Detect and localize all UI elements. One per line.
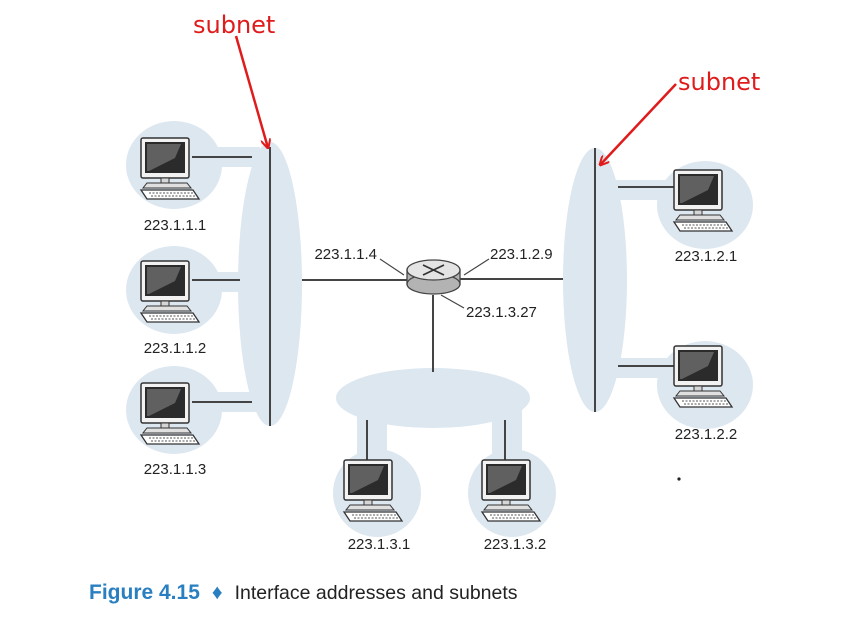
caption-text: Interface addresses and subnets xyxy=(235,582,518,604)
caption-label: Figure 4.15 xyxy=(89,581,200,604)
router-icon xyxy=(406,259,461,295)
subnet-2-bubble xyxy=(563,148,753,429)
wires xyxy=(192,147,680,460)
host-label-223-1-2-2: 223.1.2.2 xyxy=(675,426,738,443)
router-if-left-label: 223.1.1.4 xyxy=(314,246,377,263)
subnet-annotation-right: subnet xyxy=(678,68,760,96)
interface-leaders xyxy=(379,258,490,309)
host-label-223-1-1-2: 223.1.1.2 xyxy=(144,340,207,357)
subnet-arrow-left xyxy=(234,35,268,148)
router-if-right-label: 223.1.2.9 xyxy=(490,246,553,263)
stray-dot xyxy=(677,477,681,481)
subnet-arrow-right xyxy=(600,83,677,165)
host-label-223-1-1-1: 223.1.1.1 xyxy=(144,217,207,234)
subnet-annotation-left: subnet xyxy=(193,11,275,39)
host-label-223-1-3-2: 223.1.3.2 xyxy=(484,536,547,553)
host-label-223-1-1-3: 223.1.1.3 xyxy=(144,461,207,478)
host-label-223-1-2-1: 223.1.2.1 xyxy=(675,248,738,265)
figure-caption: Figure 4.15 ♦ Interface addresses and su… xyxy=(89,581,518,604)
host-label-223-1-3-1: 223.1.3.1 xyxy=(348,536,411,553)
router-if-bottom-label: 223.1.3.27 xyxy=(466,304,537,321)
caption-separator: ♦ xyxy=(212,581,223,604)
